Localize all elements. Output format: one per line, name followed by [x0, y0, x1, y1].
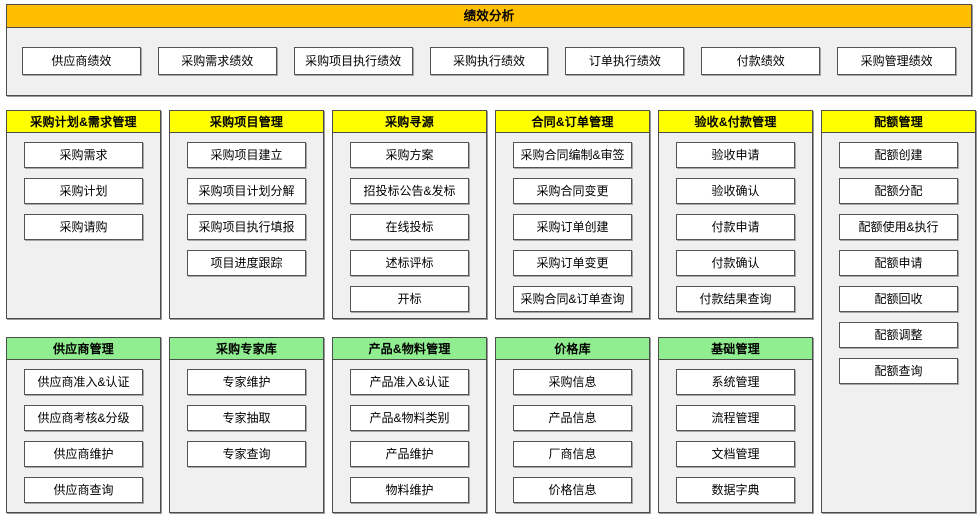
module-panel-basic-mgmt: 基础管理 系统管理 流程管理 文档管理 数据字典: [658, 337, 813, 513]
module-item-payment-apply[interactable]: 付款申请: [676, 214, 795, 240]
module-item-material-maintain[interactable]: 物料维护: [350, 477, 469, 503]
module-items: 系统管理 流程管理 文档管理 数据字典: [659, 360, 812, 511]
module-item-bid-evaluation[interactable]: 述标评标: [350, 250, 469, 276]
module-item-contract-change[interactable]: 采购合同变更: [513, 178, 632, 204]
module-title: 合同&订单管理: [496, 111, 649, 133]
module-item-process-mgmt[interactable]: 流程管理: [676, 405, 795, 431]
module-item-expert-draw[interactable]: 专家抽取: [187, 405, 306, 431]
module-item-purchase-plan[interactable]: 采购计划: [24, 178, 143, 204]
module-item-price-info[interactable]: 价格信息: [513, 477, 632, 503]
module-panel-acceptance-payment-mgmt: 验收&付款管理 验收申请 验收确认 付款申请 付款确认 付款结果查询: [658, 110, 813, 319]
module-item-product-material-type[interactable]: 产品&物料类别: [350, 405, 469, 431]
module-item-vendor-info[interactable]: 厂商信息: [513, 441, 632, 467]
module-item-expert-maintain[interactable]: 专家维护: [187, 369, 306, 395]
module-item-system-mgmt[interactable]: 系统管理: [676, 369, 795, 395]
module-item-project-plan-breakdown[interactable]: 采购项目计划分解: [187, 178, 306, 204]
module-title: 产品&物料管理: [333, 338, 486, 360]
module-item-purchase-scheme[interactable]: 采购方案: [350, 142, 469, 168]
performance-button-project-exec[interactable]: 采购项目执行绩效: [293, 47, 413, 75]
module-item-payment-confirm[interactable]: 付款确认: [676, 250, 795, 276]
module-item-document-mgmt[interactable]: 文档管理: [676, 441, 795, 467]
performance-button-payment[interactable]: 付款绩效: [701, 47, 821, 75]
module-item-quota-use-exec[interactable]: 配额使用&执行: [839, 214, 958, 240]
module-item-quota-allocate[interactable]: 配额分配: [839, 178, 958, 204]
module-item-quota-query[interactable]: 配额查询: [839, 358, 958, 384]
module-items: 供应商准入&认证 供应商考核&分级 供应商维护 供应商查询: [7, 360, 160, 511]
module-item-order-change[interactable]: 采购订单变更: [513, 250, 632, 276]
module-item-contract-order-query[interactable]: 采购合同&订单查询: [513, 286, 632, 312]
module-item-online-bidding[interactable]: 在线投标: [350, 214, 469, 240]
module-title: 采购计划&需求管理: [7, 111, 160, 133]
module-item-contract-draft-sign[interactable]: 采购合同编制&审签: [513, 142, 632, 168]
module-item-product-info[interactable]: 产品信息: [513, 405, 632, 431]
page-title: 绩效分析: [7, 5, 971, 28]
module-items: 产品准入&认证 产品&物料类别 产品维护 物料维护: [333, 360, 486, 511]
module-items: 采购需求 采购计划 采购请购: [7, 133, 160, 248]
performance-button-row: 供应商绩效 采购需求绩效 采购项目执行绩效 采购执行绩效 订单执行绩效 付款绩效…: [7, 28, 971, 94]
module-item-project-exec-report[interactable]: 采购项目执行填报: [187, 214, 306, 240]
performance-button-demand[interactable]: 采购需求绩效: [157, 47, 277, 75]
module-panel-purchase-plan-demand: 采购计划&需求管理 采购需求 采购计划 采购请购: [6, 110, 161, 319]
module-item-project-progress[interactable]: 项目进度跟踪: [187, 250, 306, 276]
module-items: 验收申请 验收确认 付款申请 付款确认 付款结果查询: [659, 133, 812, 320]
module-items: 采购项目建立 采购项目计划分解 采购项目执行填报 项目进度跟踪: [170, 133, 323, 284]
module-item-data-dict[interactable]: 数据字典: [676, 477, 795, 503]
module-panel-product-material-mgmt: 产品&物料管理 产品准入&认证 产品&物料类别 产品维护 物料维护: [332, 337, 487, 513]
module-title: 验收&付款管理: [659, 111, 812, 133]
module-items: 采购信息 产品信息 厂商信息 价格信息: [496, 360, 649, 511]
module-title: 配额管理: [822, 111, 975, 133]
performance-button-purchase-exec[interactable]: 采购执行绩效: [429, 47, 549, 75]
module-items: 采购合同编制&审签 采购合同变更 采购订单创建 采购订单变更 采购合同&订单查询: [496, 133, 649, 320]
module-item-project-setup[interactable]: 采购项目建立: [187, 142, 306, 168]
module-item-quota-adjust[interactable]: 配额调整: [839, 322, 958, 348]
performance-analysis-panel: 绩效分析 供应商绩效 采购需求绩效 采购项目执行绩效 采购执行绩效 订单执行绩效…: [6, 4, 972, 96]
module-items: 专家维护 专家抽取 专家查询: [170, 360, 323, 475]
module-title: 采购项目管理: [170, 111, 323, 133]
module-panel-contract-order-mgmt: 合同&订单管理 采购合同编制&审签 采购合同变更 采购订单创建 采购订单变更 采…: [495, 110, 650, 319]
module-item-quota-recycle[interactable]: 配额回收: [839, 286, 958, 312]
module-panel-purchase-project-mgmt: 采购项目管理 采购项目建立 采购项目计划分解 采购项目执行填报 项目进度跟踪: [169, 110, 324, 319]
module-items: 采购方案 招投标公告&发标 在线投标 述标评标 开标: [333, 133, 486, 320]
module-title: 采购专家库: [170, 338, 323, 360]
performance-button-supplier[interactable]: 供应商绩效: [22, 47, 141, 75]
module-items: 配额创建 配额分配 配额使用&执行 配额申请 配额回收 配额调整 配额查询: [822, 133, 975, 392]
module-item-supplier-maintain[interactable]: 供应商维护: [24, 441, 143, 467]
module-item-purchase-request[interactable]: 采购请购: [24, 214, 143, 240]
module-panel-supplier-mgmt: 供应商管理 供应商准入&认证 供应商考核&分级 供应商维护 供应商查询: [6, 337, 161, 513]
performance-button-purchase-mgmt[interactable]: 采购管理绩效: [837, 47, 957, 75]
performance-button-order-exec[interactable]: 订单执行绩效: [565, 47, 685, 75]
module-item-product-entry-cert[interactable]: 产品准入&认证: [350, 369, 469, 395]
module-item-acceptance-apply[interactable]: 验收申请: [676, 142, 795, 168]
module-item-bid-notice[interactable]: 招投标公告&发标: [350, 178, 469, 204]
module-item-product-maintain[interactable]: 产品维护: [350, 441, 469, 467]
module-item-acceptance-confirm[interactable]: 验收确认: [676, 178, 795, 204]
module-item-purchase-demand[interactable]: 采购需求: [24, 142, 143, 168]
module-item-order-create[interactable]: 采购订单创建: [513, 214, 632, 240]
module-item-supplier-entry-cert[interactable]: 供应商准入&认证: [24, 369, 143, 395]
module-title: 价格库: [496, 338, 649, 360]
module-title: 采购寻源: [333, 111, 486, 133]
module-panel-expert-pool: 采购专家库 专家维护 专家抽取 专家查询: [169, 337, 324, 513]
module-item-payment-result-query[interactable]: 付款结果查询: [676, 286, 795, 312]
module-item-supplier-assess-grade[interactable]: 供应商考核&分级: [24, 405, 143, 431]
module-item-quota-apply[interactable]: 配额申请: [839, 250, 958, 276]
module-item-supplier-query[interactable]: 供应商查询: [24, 477, 143, 503]
module-panel-purchase-sourcing: 采购寻源 采购方案 招投标公告&发标 在线投标 述标评标 开标: [332, 110, 487, 319]
module-item-purchase-info[interactable]: 采购信息: [513, 369, 632, 395]
module-panel-quota-mgmt: 配额管理 配额创建 配额分配 配额使用&执行 配额申请 配额回收 配额调整 配额…: [821, 110, 976, 513]
module-panel-price-library: 价格库 采购信息 产品信息 厂商信息 价格信息: [495, 337, 650, 513]
module-title: 供应商管理: [7, 338, 160, 360]
module-item-expert-query[interactable]: 专家查询: [187, 441, 306, 467]
module-title: 基础管理: [659, 338, 812, 360]
module-item-quota-create[interactable]: 配额创建: [839, 142, 958, 168]
module-item-bid-opening[interactable]: 开标: [350, 286, 469, 312]
